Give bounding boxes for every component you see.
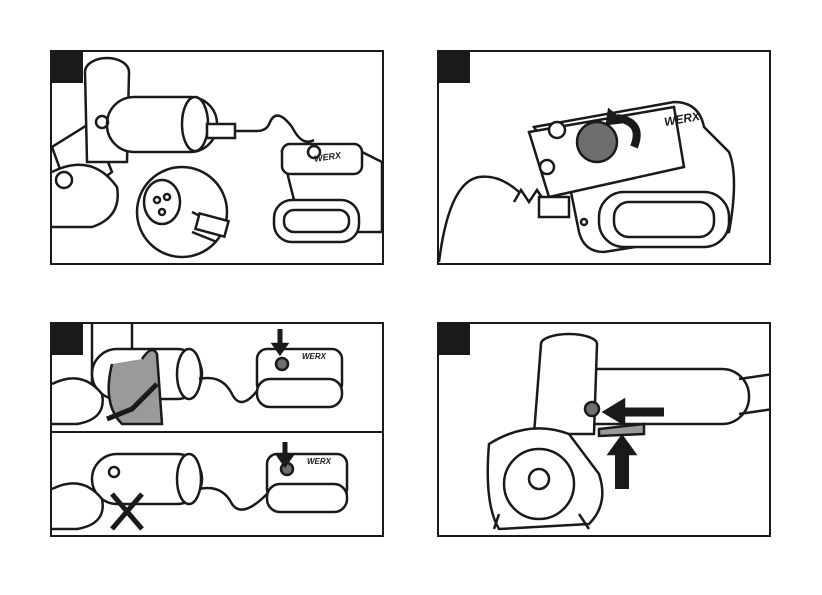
battery-brand-label-top: WERX	[302, 352, 326, 361]
step-number-tab-2	[439, 52, 470, 83]
step-number-tab-4	[439, 324, 470, 355]
battery-brand-label-bottom: WERX	[307, 457, 331, 466]
panel-3-correct-incorrect-use: WERX WERX	[50, 322, 384, 537]
panel-4-power-button	[437, 322, 771, 537]
panel-2-rotate-knob: WERX	[437, 50, 771, 265]
power-button-illustration	[439, 324, 771, 537]
panel-1-plug-connection: WERX	[50, 50, 384, 265]
rotate-knob-illustration	[439, 52, 771, 265]
correct-incorrect-illustration	[52, 324, 384, 537]
step-number-tab-1	[52, 52, 83, 83]
step-number-tab-3	[52, 324, 83, 355]
